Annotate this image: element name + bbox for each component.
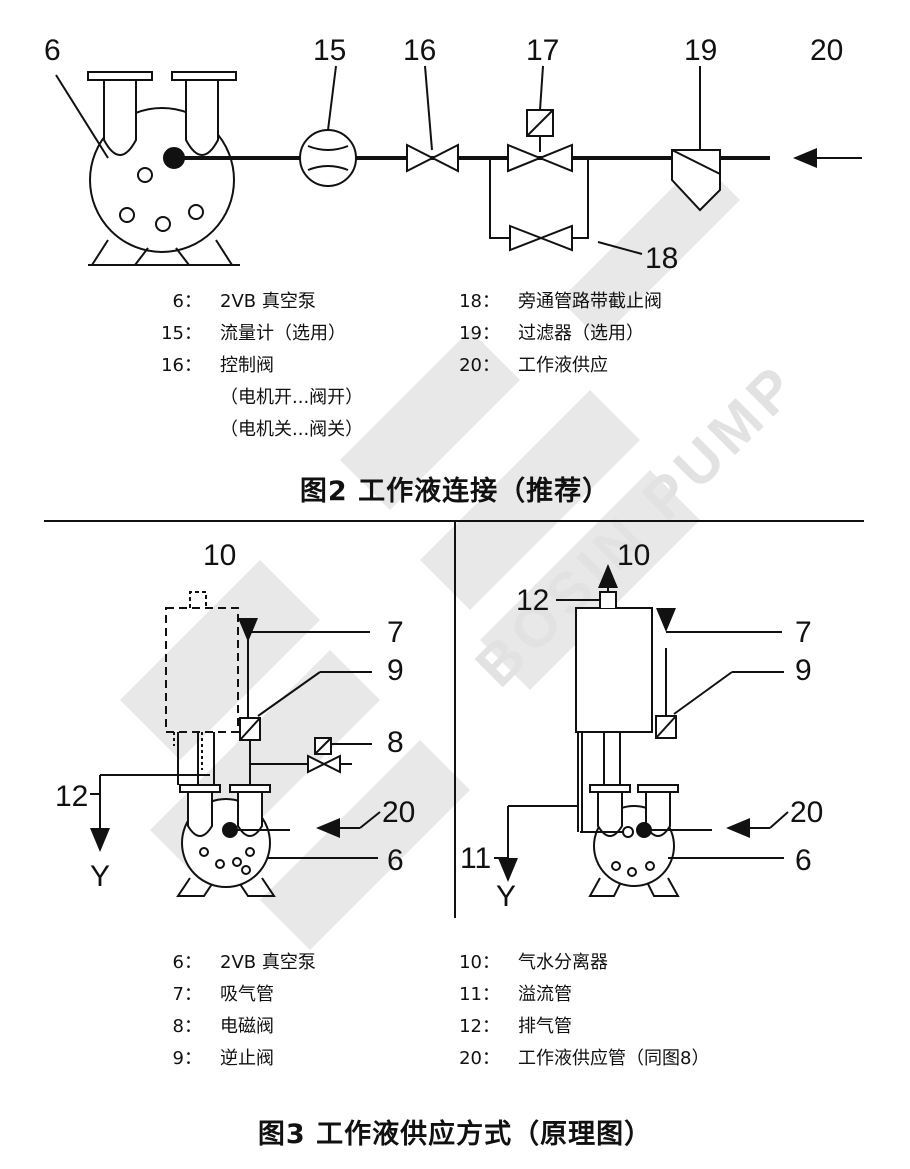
right-label-7: 7 [795,616,812,649]
legend-text: 2VB 真空泵 [220,291,316,312]
legend-item: 6： 2VB 真空泵 [150,950,316,976]
fig2-legend-right: 18： 旁通管路带截止阀 19： 过滤器（选用） 20： 工作液供应 [448,289,662,379]
fig3-title: 图3 工作液供应方式（原理图） [257,1119,653,1150]
left-label-6: 6 [387,844,404,877]
label-6: 6 [44,34,61,67]
fig2-legend-left: 6： 2VB 真空泵 15： 流量计（选用） 16： 控制阀 （电机开...阀开） （… [150,289,363,443]
legend-num: 6： [172,291,202,312]
legend-text: 工作液供应 [518,355,608,376]
legend-item: 12： 排气管 [448,1014,709,1040]
legend-item: 19： 过滤器（选用） [448,321,662,347]
fig2-diagram [55,65,862,266]
fig3-left-labels: 10 7 9 8 12 20 6 Y [55,539,415,893]
legend-text: 控制阀 [220,355,274,376]
legend-text: 电磁阀 [220,1016,274,1037]
right-label-20: 20 [790,796,823,829]
fig3-right-diagram [494,564,789,897]
solenoid-valve-17 [507,65,573,173]
legend-num: 10： [459,952,500,973]
legend-num: 8： [172,1016,202,1037]
right-label-11: 11 [460,842,491,875]
fig2-title: 图2 工作液连接（推荐） [299,476,611,507]
bypass-line-18 [489,158,643,255]
legend-text: 2VB 真空泵 [220,952,316,973]
legend-item: 18： 旁通管路带截止阀 [448,289,662,315]
left-label-10: 10 [203,539,236,572]
fig3-left-diagram [90,591,381,897]
legend-item: 20： 工作液供应管（同图8） [448,1046,709,1072]
vacuum-pump-6 [55,71,240,266]
legend-text: 溢流管 [518,984,572,1005]
legend-text: 逆止阀 [220,1048,274,1069]
right-label-y: Y [496,880,516,913]
left-label-7: 7 [387,616,404,649]
label-20: 20 [810,34,843,67]
flow-meter-15 [299,65,357,187]
legend-text: 气水分离器 [518,952,608,973]
legend-item: 8： 电磁阀 [150,1014,316,1040]
legend-item: 15： 流量计（选用） [150,321,363,347]
legend-num: 7： [172,984,202,1005]
left-label-9: 9 [387,654,404,687]
label-15: 15 [313,34,346,67]
legend-text: 流量计（选用） [220,323,346,344]
legend-num: 18： [459,291,500,312]
right-label-12: 12 [516,584,549,617]
legend-item: 16： 控制阀 [150,353,363,379]
label-16: 16 [403,34,436,67]
left-label-y: Y [90,860,110,893]
legend-num: 16： [161,355,202,376]
legend-num: 9： [172,1048,202,1069]
label-19: 19 [684,34,717,67]
legend-num: 11： [459,984,500,1005]
legend-num: 15： [161,323,202,344]
legend-item: 20： 工作液供应 [448,353,662,379]
fig3-legend-right: 10： 气水分离器 11： 溢流管 12： 排气管 20： 工作液供应管（同图8） [448,950,709,1072]
legend-text: 排气管 [518,1016,572,1037]
legend-text: 工作液供应管（同图8） [518,1048,710,1069]
legend-item: 11： 溢流管 [448,982,709,1008]
legend-item: 6： 2VB 真空泵 [150,289,363,315]
legend-num: 20： [459,355,500,376]
legend-item: 9： 逆止阀 [150,1046,316,1072]
right-label-6: 6 [795,844,812,877]
legend-text: 吸气管 [220,984,274,1005]
control-valve-16 [406,65,459,173]
fig2-labels: 6 15 16 17 18 19 20 [44,34,843,275]
left-label-20: 20 [382,796,415,829]
left-label-8: 8 [387,726,404,759]
legend-text: 旁通管路带截止阀 [518,291,662,312]
label-17: 17 [526,34,559,67]
fig3-legend-left: 6： 2VB 真空泵 7： 吸气管 8： 电磁阀 9： 逆止阀 [150,950,316,1072]
legend-item: 10： 气水分离器 [448,950,709,976]
legend-subline: （电机关...阀关） [220,419,364,440]
label-18: 18 [645,242,678,275]
legend-text: 过滤器（选用） [518,323,644,344]
right-label-9: 9 [795,654,812,687]
legend-num: 6： [172,952,202,973]
left-label-12: 12 [55,780,88,813]
legend-item: 7： 吸气管 [150,982,316,1008]
legend-num: 19： [459,323,500,344]
right-label-10: 10 [617,539,650,572]
legend-subline: （电机开...阀开） [220,387,364,408]
filter-19 [671,66,721,212]
legend-num: 12： [459,1016,500,1037]
legend-num: 20： [459,1048,500,1069]
fig3-right-labels: 10 12 7 9 20 11 6 Y [460,539,823,913]
